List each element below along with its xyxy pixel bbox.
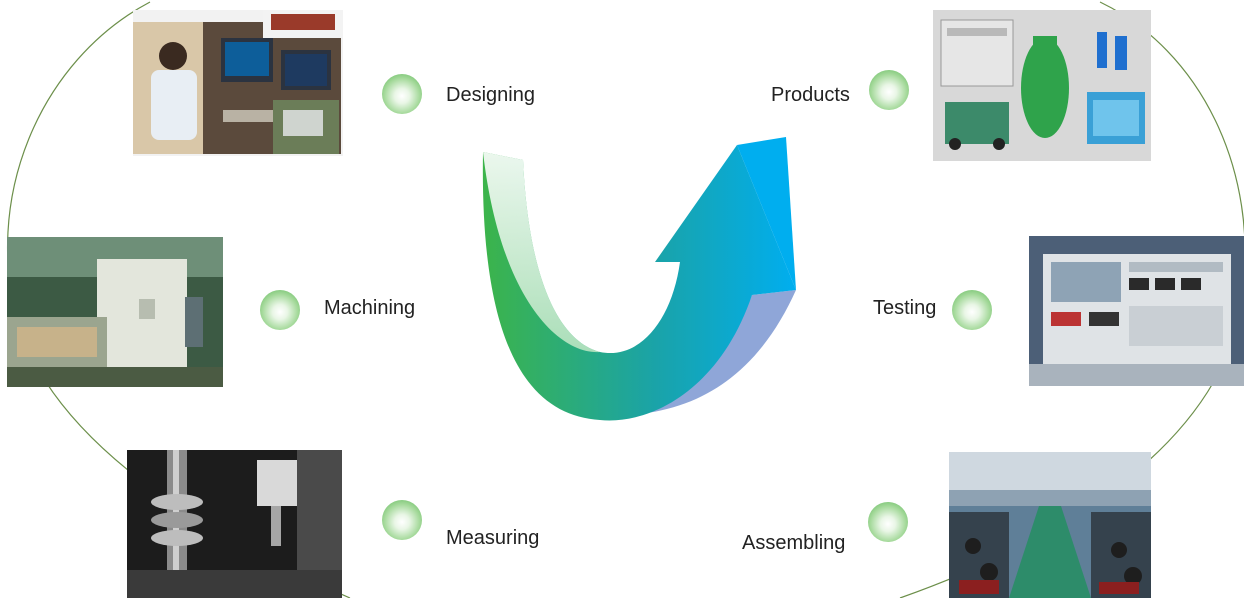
designing-photo xyxy=(133,10,343,156)
machining-bullet xyxy=(260,290,300,330)
designing-label: Designing xyxy=(446,84,535,106)
assembling-bullet xyxy=(868,502,908,542)
assembling-label: Assembling xyxy=(742,532,846,554)
products-photo xyxy=(933,10,1151,161)
measuring-bullet xyxy=(382,500,422,540)
machining-label: Machining xyxy=(324,297,416,319)
designing-bullet xyxy=(382,74,422,114)
products-bullet xyxy=(869,70,909,110)
testing-label: Testing xyxy=(873,297,937,319)
testing-bullet xyxy=(952,290,992,330)
machining-photo xyxy=(7,237,223,387)
products-label: Products xyxy=(771,84,850,106)
assembling-photo xyxy=(949,452,1151,598)
testing-photo xyxy=(1029,236,1244,386)
measuring-photo xyxy=(127,450,342,598)
measuring-label: Measuring xyxy=(446,527,540,549)
